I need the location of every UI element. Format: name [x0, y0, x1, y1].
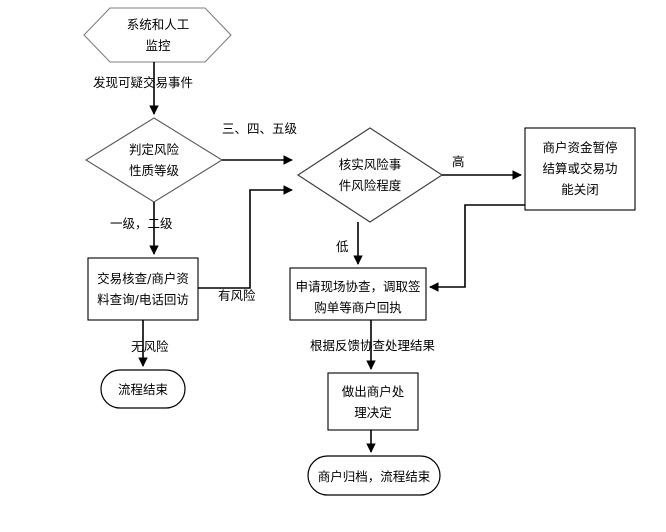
node-field-investigation-label: 申请现场协查，调取签 购单等商户回执	[295, 279, 421, 315]
edge-transaction-check-to-verify	[198, 185, 293, 289]
node-monitor-shape	[83, 7, 232, 63]
node-archive-end-label: 商户归档，流程结束	[317, 469, 431, 484]
node-suspend-funds-label: 商户资金暂停 结算或交易功 能关闭	[542, 140, 618, 197]
node-process-end-left-shape	[100, 369, 186, 409]
node-transaction-check-shape	[87, 257, 199, 321]
node-process-end-left-label: 流程结束	[117, 382, 168, 397]
node-monitor-label: 系统和人工 监控	[126, 17, 190, 53]
edge-label-level-12: 一级，二级	[110, 216, 173, 231]
node-merchant-decision-shape	[327, 372, 419, 431]
edge-suspend-funds-to-field-investigation	[429, 204, 525, 292]
node-transaction-check-label: 交易核查/商户资 料查询/电话回访	[97, 271, 189, 307]
edge-label-level-345: 三、四、五级	[222, 121, 298, 136]
node-archive-end-shape	[307, 455, 441, 496]
edge-label-per-feedback: 根据反馈协查处理结果	[310, 338, 436, 353]
edge-label-found-suspicious: 发现可疑交易事件	[93, 75, 194, 90]
edge-label-high: 高	[452, 154, 465, 169]
node-field-investigation-shape	[289, 267, 427, 321]
edge-label-no-risk: 无风险	[131, 339, 169, 354]
edge-label-has-risk: 有风险	[218, 288, 256, 303]
node-verify-risk-degree-label: 核实风险事 件风险程度	[338, 157, 402, 193]
node-merchant-decision-label: 做出商户处 理决定	[341, 384, 405, 420]
node-verify-risk-degree-shape	[296, 127, 444, 223]
edge-label-low: 低	[336, 239, 349, 254]
node-judge-risk-level-label: 判定风险 性质等级	[128, 142, 179, 178]
node-suspend-funds-shape	[524, 127, 636, 211]
